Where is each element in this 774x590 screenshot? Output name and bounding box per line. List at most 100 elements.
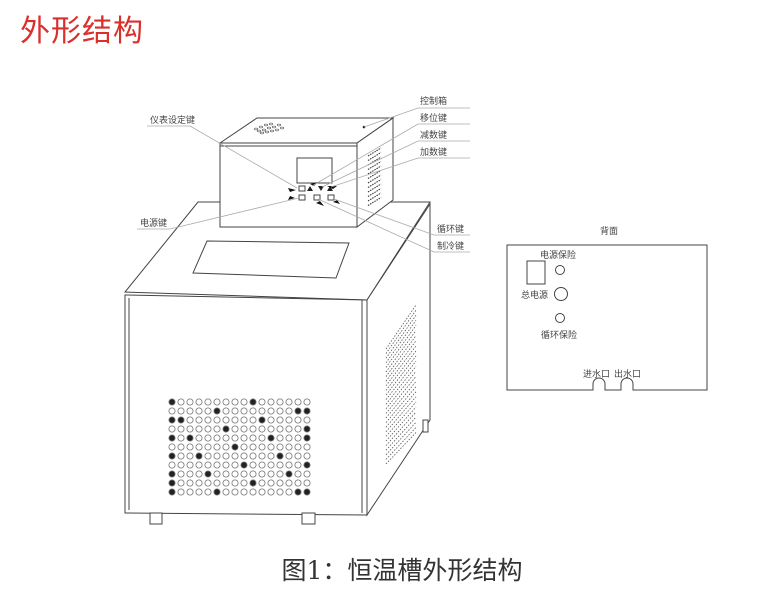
meter-set-button[interactable]: [298, 185, 306, 192]
vent-hole: [258, 425, 266, 433]
figure-caption: 图1：恒温槽外形结构: [281, 556, 523, 585]
vent-hole: [285, 398, 293, 406]
side-vent: [385, 304, 417, 465]
vent-hole: [195, 488, 203, 496]
vent-hole: [303, 407, 311, 415]
vent-hole: [231, 398, 239, 406]
decrease-button[interactable]: [318, 186, 324, 191]
vent-hole: [249, 416, 257, 424]
vent-hole: [294, 470, 302, 478]
vent-hole: [177, 407, 185, 415]
vent-hole: [303, 443, 311, 451]
vent-hole: [258, 407, 266, 415]
vent-hole: [267, 452, 275, 460]
vent-hole: [240, 488, 248, 496]
vent-hole: [213, 461, 221, 469]
vent-hole: [231, 416, 239, 424]
label-shift-key: 移位键: [420, 112, 447, 124]
vent-hole: [231, 425, 239, 433]
circulation-button[interactable]: [327, 194, 335, 201]
rear-panel-outline: [506, 244, 708, 391]
vent-hole: [276, 398, 284, 406]
label-decrease-key: 减数键: [420, 129, 447, 141]
vent-hole: [258, 398, 266, 406]
label-control-box: 控制箱: [420, 95, 447, 107]
vent-hole: [231, 452, 239, 460]
vent-hole: [276, 443, 284, 451]
vent-hole: [231, 434, 239, 442]
vent-hole: [177, 452, 185, 460]
label-meter-set-key: 仪表设定键: [150, 114, 195, 126]
vent-hole: [258, 479, 266, 487]
vent-hole: [276, 461, 284, 469]
vent-hole: [258, 452, 266, 460]
vent-hole: [222, 398, 230, 406]
vent-hole: [222, 470, 230, 478]
label-circulation-key: 循环键: [437, 223, 464, 235]
vent-hole: [267, 470, 275, 478]
vent-hole: [258, 434, 266, 442]
leader-lines: [137, 107, 470, 253]
vent-hole: [240, 425, 248, 433]
vent-hole: [186, 407, 194, 415]
vent-hole: [294, 434, 302, 442]
vent-hole: [294, 407, 302, 415]
vent-hole: [285, 488, 293, 496]
vent-hole: [258, 443, 266, 451]
increase-button[interactable]: [327, 186, 333, 191]
vent-hole: [285, 416, 293, 424]
vent-hole: [231, 443, 239, 451]
label-cooling-key: 制冷键: [437, 240, 464, 252]
foot: [422, 419, 429, 433]
vent-hole: [168, 470, 176, 478]
vent-hole: [285, 479, 293, 487]
vent-hole: [213, 479, 221, 487]
vent-hole: [294, 443, 302, 451]
vent-hole: [177, 416, 185, 424]
vent-hole: [294, 488, 302, 496]
vent-hole: [204, 488, 212, 496]
vent-hole: [204, 434, 212, 442]
vent-hole: [258, 416, 266, 424]
vent-hole: [213, 443, 221, 451]
vent-hole: [168, 425, 176, 433]
vent-hole: [213, 416, 221, 424]
cooling-button[interactable]: [313, 194, 321, 201]
vent-hole: [222, 452, 230, 460]
label-power-key: 电源键: [140, 217, 167, 229]
vent-hole: [168, 434, 176, 442]
control-box-vent: [367, 147, 382, 206]
vent-hole: [195, 461, 203, 469]
vent-hole: [249, 398, 257, 406]
vent-hole: [276, 470, 284, 478]
vent-hole: [267, 407, 275, 415]
vent-hole: [231, 488, 239, 496]
vent-hole: [222, 488, 230, 496]
vent-hole: [186, 416, 194, 424]
vent-hole: [285, 425, 293, 433]
vent-hole: [213, 434, 221, 442]
vent-hole: [186, 488, 194, 496]
vent-hole: [195, 416, 203, 424]
vent-hole: [303, 488, 311, 496]
power-button[interactable]: [298, 194, 306, 201]
vent-hole: [222, 479, 230, 487]
vent-hole: [222, 425, 230, 433]
vent-hole: [294, 479, 302, 487]
vent-hole: [249, 488, 257, 496]
shift-button[interactable]: [307, 186, 313, 191]
vent-hole: [267, 461, 275, 469]
vent-hole: [177, 443, 185, 451]
vent-hole: [276, 452, 284, 460]
vent-hole: [177, 461, 185, 469]
vent-hole: [168, 479, 176, 487]
vent-hole: [186, 461, 194, 469]
vent-hole: [276, 407, 284, 415]
vent-hole: [276, 425, 284, 433]
vent-hole: [285, 461, 293, 469]
vent-hole: [222, 434, 230, 442]
vent-hole: [258, 461, 266, 469]
vent-hole: [222, 461, 230, 469]
